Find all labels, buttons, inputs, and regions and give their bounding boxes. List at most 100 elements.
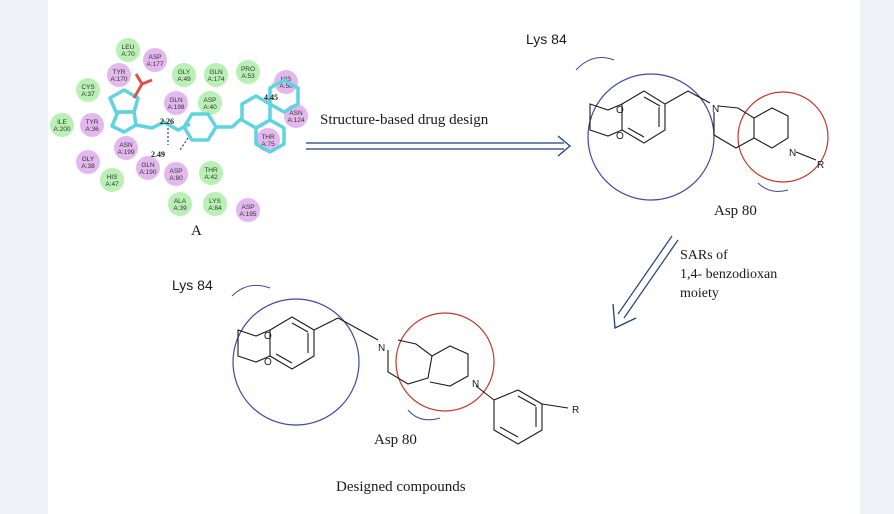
residue-id: A:174: [208, 76, 225, 83]
atom-r-b: R: [572, 405, 579, 416]
atom-n2: N: [789, 148, 796, 159]
residue-circle: [143, 48, 167, 72]
residue-name: GLY: [82, 156, 95, 163]
residue-name: TYR: [86, 119, 99, 126]
ligand-a-skeleton: [108, 78, 300, 154]
residue-name: ALA: [174, 198, 187, 205]
residue-circle: [114, 136, 138, 160]
residue-name: ASP: [148, 54, 161, 61]
atom-o-bottom: O: [616, 131, 624, 142]
lys84-circle-top: [587, 73, 715, 201]
residue-name: PRO: [241, 66, 255, 73]
residue-id: A:198: [168, 104, 185, 111]
asp80-label-bottom: Asp 80: [374, 432, 417, 448]
residue-circle: [236, 198, 260, 222]
residue-id: A:199: [118, 149, 135, 156]
residue-circle: [80, 113, 104, 137]
residue-id: A:50: [279, 83, 293, 90]
arrow-sar: SARs of 1,4- benzodioxan moiety: [612, 235, 777, 329]
atom-n1: N: [712, 104, 719, 115]
residue-id: A:36: [85, 126, 99, 133]
residue-name: TYR: [113, 69, 126, 76]
residue-id: A:75: [261, 141, 275, 148]
residue-circle: [236, 60, 260, 84]
residue-name: CYS: [81, 84, 95, 91]
residue-circle: [203, 192, 227, 216]
arrow-structure-based: Structure-based drug design: [306, 112, 572, 157]
residue-id: A:37: [81, 91, 95, 98]
residue-id: A:47: [105, 181, 119, 188]
arrow1-label: Structure-based drug design: [320, 112, 489, 128]
residue-id: A:40: [203, 104, 217, 111]
lys84-arc-bottom: [231, 284, 271, 297]
residue-id: A:70: [121, 51, 135, 58]
residue-circle: [116, 38, 140, 62]
atom-n2-b: N: [472, 379, 479, 390]
residue-name: GLN: [209, 69, 223, 76]
residue-circle: [199, 161, 223, 185]
asp80-label-top: Asp 80: [714, 203, 757, 219]
sar-line-3: moiety: [680, 286, 719, 301]
sar-line-2: 1,4- benzodioxan: [680, 267, 777, 282]
distance-label-1: 2.26: [160, 117, 174, 126]
residue-name: GLN: [141, 162, 155, 169]
atom-o-top-b: O: [264, 331, 272, 342]
hbond-lines: [167, 128, 189, 151]
residue-name: THR: [204, 167, 218, 174]
residue-id: A:195: [240, 211, 257, 218]
residue-circle: [164, 91, 188, 115]
nitro-group: [132, 73, 153, 99]
compound-top: O O N N R Lys 84 Asp 80: [526, 31, 829, 219]
designed-caption: Designed compounds: [336, 479, 466, 495]
residue-id: A:38: [81, 163, 95, 170]
lys84-label-bottom: Lys 84: [172, 277, 213, 293]
residue-circle: [76, 78, 100, 102]
residue-id: A:53: [241, 73, 255, 80]
residue-id: A:124: [288, 117, 305, 124]
residue-circle: [204, 63, 228, 87]
residue-circle: [172, 63, 196, 87]
compound-bottom: O O N N R Lys 84 Asp 80 Designed compoun…: [172, 277, 579, 495]
residue-circle: [107, 63, 131, 87]
residue-id: A:177: [147, 61, 164, 68]
residue-circle: [168, 192, 192, 216]
residue-circle: [100, 168, 124, 192]
residue-name: THR: [261, 134, 275, 141]
asp80-circle-top: [737, 91, 829, 183]
residue-circle: [50, 113, 74, 137]
sar-line-1: SARs of: [680, 248, 728, 263]
residue-name: ASP: [203, 97, 216, 104]
residue-id: A:39: [173, 205, 187, 212]
asp80-circle-bottom: [395, 312, 495, 412]
residue-name: ASP: [241, 204, 254, 211]
residue-circle: [198, 91, 222, 115]
atom-r: R: [817, 160, 824, 171]
atom-o-top: O: [616, 105, 624, 116]
residue-id: A:170: [111, 76, 128, 83]
residue-id: A:49: [177, 76, 191, 83]
residue-circle: [136, 156, 160, 180]
residue-name: ASN: [289, 110, 303, 117]
residue-id: A:42: [204, 174, 218, 181]
compound-a-label: A: [191, 223, 202, 239]
residue-name: HIS: [107, 174, 119, 181]
atom-o-bottom-b: O: [264, 357, 272, 368]
